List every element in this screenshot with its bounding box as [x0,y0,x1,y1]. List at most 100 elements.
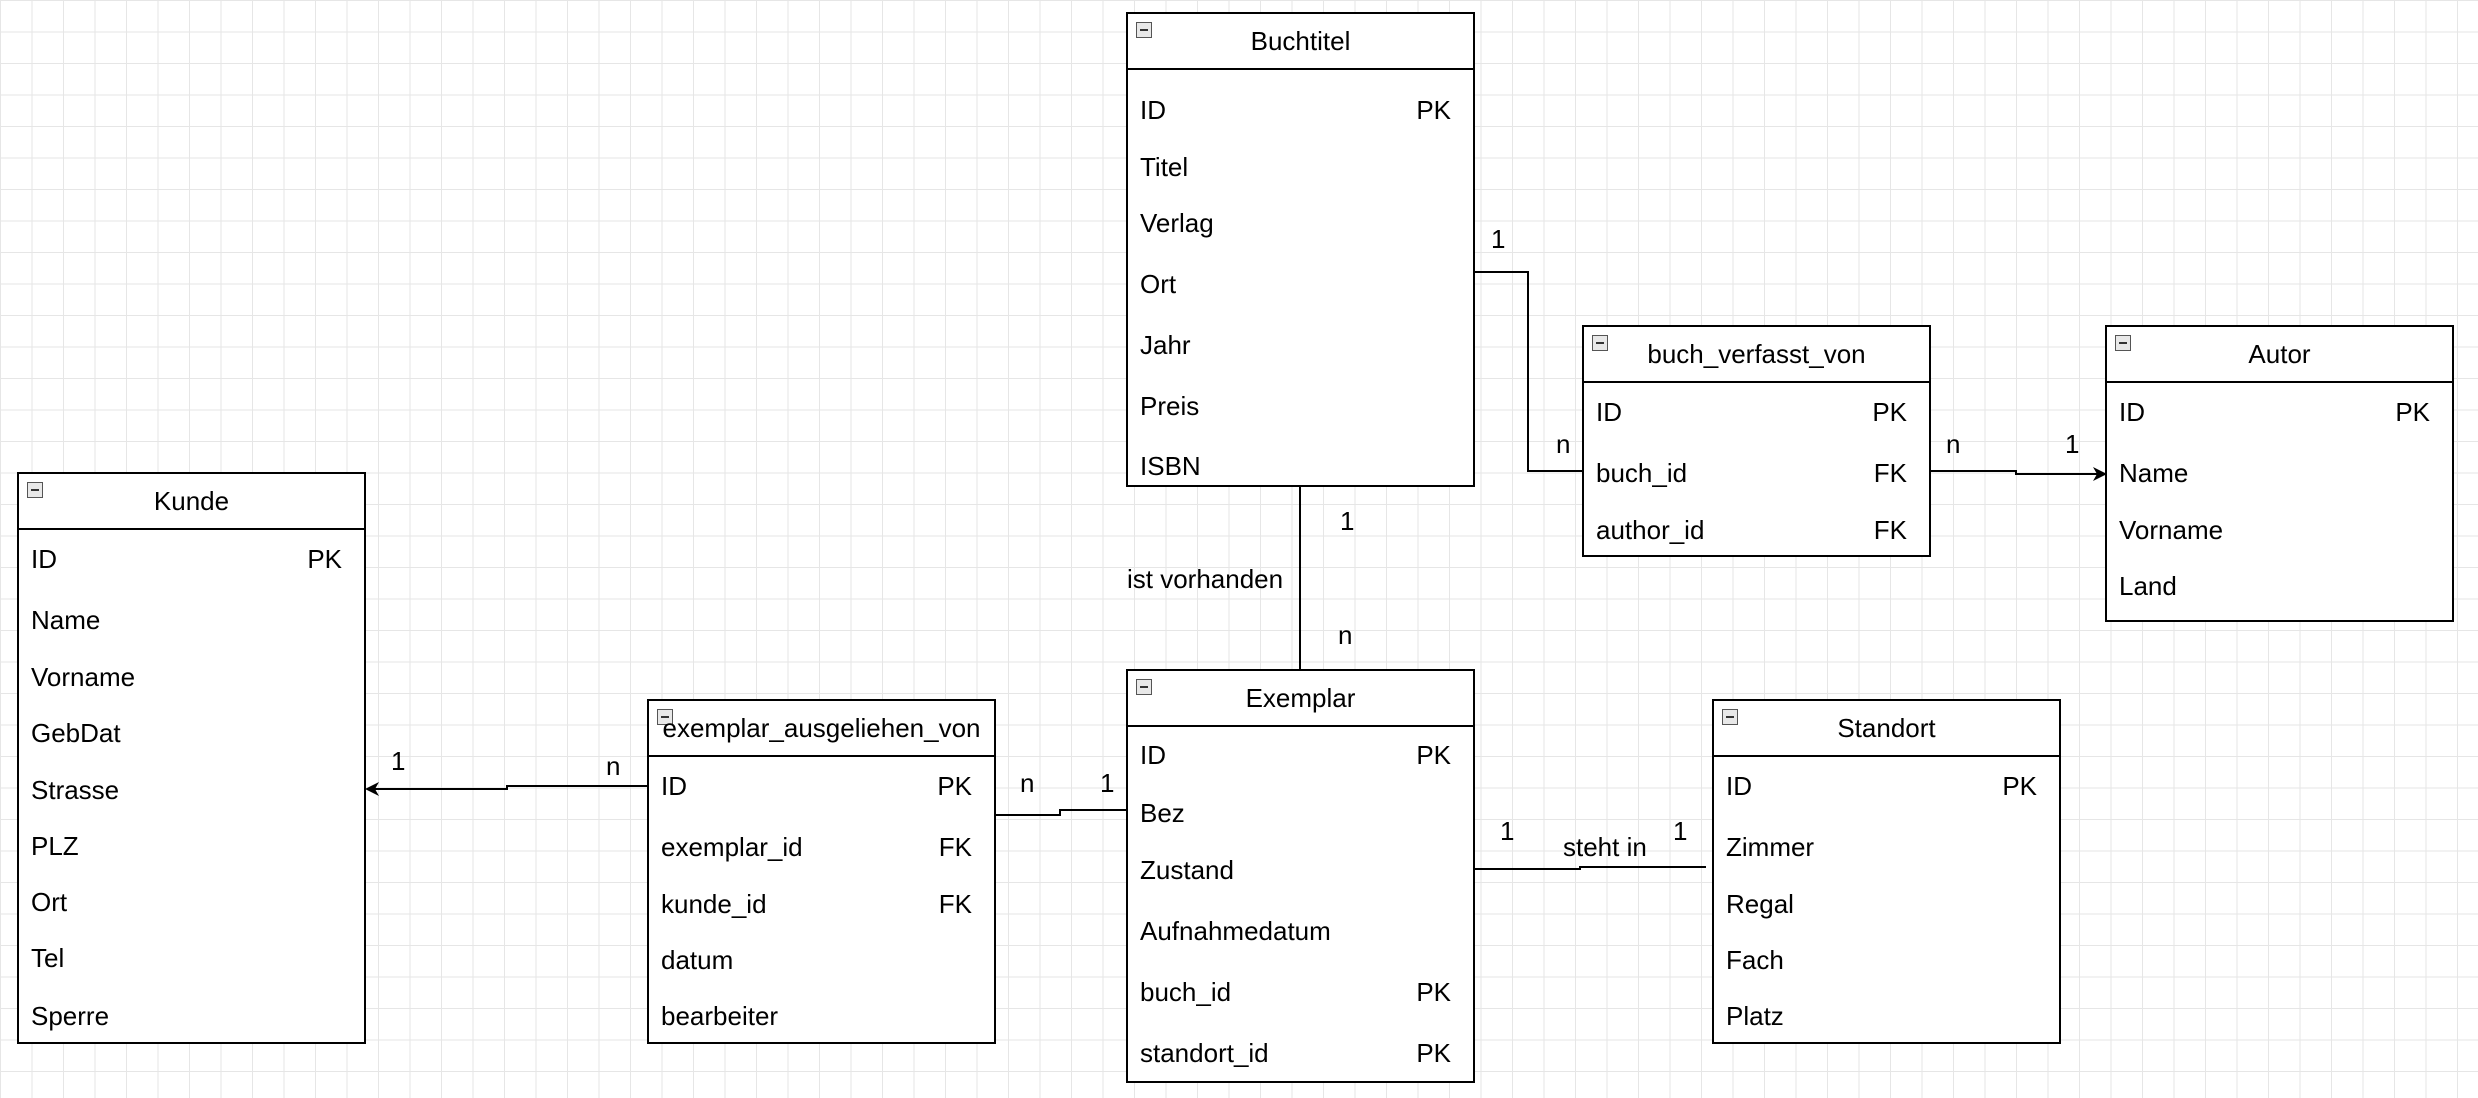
field-key: FK [1873,515,1907,545]
field-key: FK [938,832,972,862]
field-row: PLZ [19,826,364,866]
field-row: Zimmer [1714,827,2059,867]
collapse-icon[interactable] [1592,335,1608,351]
entity-title: buch_verfasst_von [1584,327,1929,383]
field-row: ID PK [1128,735,1473,775]
entity-buch-verfasst-von[interactable]: buch_verfasst_von ID PK buch_id FK autho… [1582,325,1931,557]
collapse-icon[interactable] [27,482,43,498]
field-name: standort_id [1140,1038,1269,1068]
field-name: ID [661,771,687,801]
collapse-icon[interactable] [1136,679,1152,695]
cardinality-label: n [1946,429,1961,459]
field-name: exemplar_id [661,832,803,862]
field-row: Sperre [19,996,364,1036]
field-name: Platz [1726,1001,1784,1031]
relationship-label: ist vorhanden [1127,564,1284,594]
entity-kunde[interactable]: Kunde ID PK Name Vorname GebDat Strasse … [17,472,366,1044]
field-name: ID [1140,740,1166,770]
field-row: Bez [1128,793,1473,833]
field-row: ID PK [1584,392,1929,432]
field-name: ISBN [1140,451,1201,481]
field-name: ID [1140,95,1166,125]
field-key: PK [1416,95,1451,125]
field-name: Ort [1140,269,1177,299]
cardinality-label: n [1020,768,1035,798]
field-row: bearbeiter [649,996,994,1036]
field-row: ID PK [1714,766,2059,806]
field-row: Name [19,600,364,640]
field-name: Vorname [2119,515,2224,545]
field-key: PK [2002,771,2037,801]
field-name: Zustand [1140,855,1234,885]
collapse-icon[interactable] [1722,709,1738,725]
field-name: Fach [1726,945,1784,975]
field-key: PK [1872,397,1907,427]
entity-title: Buchtitel [1128,14,1473,70]
field-key: FK [938,889,972,919]
edge-exemplar-standort [1474,866,1706,870]
field-row: Land [2107,566,2452,606]
cardinality-label: n [1556,429,1571,459]
collapse-icon[interactable] [2115,335,2131,351]
field-key: PK [1416,977,1451,1007]
field-key: PK [307,544,342,574]
cardinality-label: 1 [2065,429,2080,459]
entity-autor[interactable]: Autor ID PK Name Vorname Land [2105,325,2454,622]
collapse-icon[interactable] [1136,22,1152,38]
relationship-label: steht in [1563,832,1647,862]
field-key: PK [1416,740,1451,770]
field-row: Verlag [1128,203,1473,243]
edge-exemplar-ausgeliehen-exemplar [993,809,1126,816]
collapse-icon[interactable] [657,709,673,725]
field-row: Vorname [19,657,364,697]
cardinality-label: n [606,751,621,781]
cardinality-label: 1 [1491,224,1506,254]
field-row: buch_id PK [1128,972,1473,1012]
field-row: Jahr [1128,325,1473,365]
field-key: PK [1416,1038,1451,1068]
field-row: ID PK [649,766,994,806]
cardinality-label: 1 [1340,506,1355,536]
edge-exemplar-ausgeliehen-kunde [365,782,647,796]
field-name: ID [1596,397,1622,427]
field-name: Sperre [31,1001,110,1031]
field-name: Verlag [1140,208,1214,238]
field-row: author_id FK [1584,510,1929,550]
field-row: Tel [19,938,364,978]
field-row: Ort [19,882,364,922]
field-name: Vorname [31,662,136,692]
edge-buchtitel-buch-verfasst-von [1474,271,1582,472]
field-name: ID [2119,397,2145,427]
field-key: PK [2395,397,2430,427]
field-name: Preis [1140,391,1200,421]
field-name: Name [2119,458,2189,488]
field-name: ID [31,544,57,574]
field-name: Tel [31,943,65,973]
cardinality-label: 1 [1500,816,1515,846]
field-row: buch_id FK [1584,453,1929,493]
field-row: Fach [1714,940,2059,980]
field-name: Bez [1140,798,1185,828]
field-row: ISBN [1128,446,1473,486]
field-row: Aufnahmedatum [1128,911,1473,951]
cardinality-label: n [1338,620,1353,650]
entity-buchtitel[interactable]: Buchtitel ID PK Titel Verlag Ort Jahr Pr… [1126,12,1475,487]
entity-exemplar-ausgeliehen-von[interactable]: exemplar_ausgeliehen_von ID PK exemplar_… [647,699,996,1044]
entity-standort[interactable]: Standort ID PK Zimmer Regal Fach Platz [1712,699,2061,1044]
field-name: datum [661,945,734,975]
entity-title: Autor [2107,327,2452,383]
cardinality-label: 1 [1100,768,1115,798]
field-row: ID PK [19,539,364,579]
field-key: FK [1873,458,1907,488]
field-name: kunde_id [661,889,767,919]
field-row: kunde_id FK [649,884,994,924]
edge-buch-verfasst-von-autor [1930,467,2107,481]
field-row: Platz [1714,996,2059,1036]
field-name: ID [1726,771,1752,801]
field-name: bearbeiter [661,1001,779,1031]
entity-exemplar[interactable]: Exemplar ID PK Bez Zustand Aufnahmedatum… [1126,669,1475,1083]
entity-title: Kunde [19,474,364,530]
entity-title: exemplar_ausgeliehen_von [649,701,994,757]
field-name: Jahr [1140,330,1191,360]
